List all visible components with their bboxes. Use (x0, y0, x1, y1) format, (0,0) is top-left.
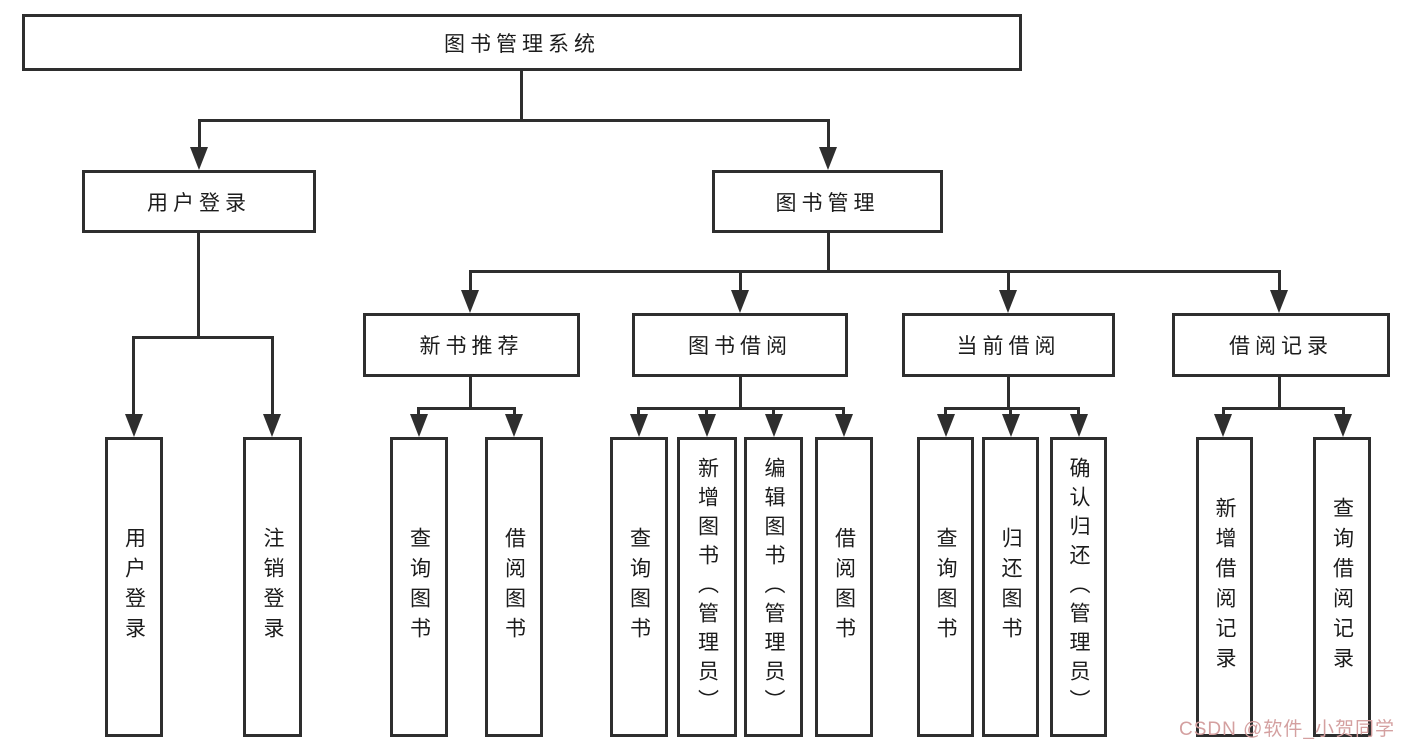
connector-arrow-shaft (417, 407, 420, 415)
arrow-down-icon (1214, 414, 1232, 437)
arrow-down-icon (698, 414, 716, 437)
connector-arrow-shaft (944, 407, 947, 415)
node-new-book: 新书推荐 (363, 313, 580, 377)
node-root: 图书管理系统 (22, 14, 1022, 71)
arrow-down-icon (819, 147, 837, 170)
arrow-down-icon (937, 414, 955, 437)
connector-book-management-bus (469, 270, 1281, 273)
arrow-down-icon (505, 414, 523, 437)
connector-book-borrow-bus (638, 407, 845, 410)
connector-arrow-shaft (842, 407, 845, 415)
connector-book-management-stem (827, 233, 830, 270)
arrow-down-icon (630, 414, 648, 437)
leaf-query-book-current: 查询图书 (917, 437, 974, 737)
arrow-down-icon (999, 290, 1017, 313)
connector-arrow-shaft (739, 270, 742, 291)
arrow-down-icon (125, 414, 143, 437)
arrow-down-icon (410, 414, 428, 437)
leaf-query-book-borrow: 查询图书 (610, 437, 668, 737)
connector-arrow-shaft (198, 119, 201, 148)
connector-book-borrow-stem (739, 377, 742, 407)
arrow-down-icon (1070, 414, 1088, 437)
connector-root-bus (198, 119, 830, 122)
leaf-edit-book-admin: 编辑图书（管理员） (744, 437, 803, 737)
arrow-down-icon (765, 414, 783, 437)
leaf-logout: 注销登录 (243, 437, 302, 737)
leaf-borrow-book-newrec: 借阅图书 (485, 437, 543, 737)
arrow-down-icon (1334, 414, 1352, 437)
arrow-down-icon (190, 147, 208, 170)
leaf-add-book-admin: 新增图书（管理员） (677, 437, 737, 737)
arrow-down-icon (1002, 414, 1020, 437)
connector-arrow-shaft (772, 407, 775, 415)
leaf-borrow-book: 借阅图书 (815, 437, 873, 737)
connector-new-book-bus (418, 407, 515, 410)
node-book-borrow: 图书借阅 (632, 313, 848, 377)
connector-current-borrow-bus (945, 407, 1079, 410)
node-user-login: 用户登录 (82, 170, 316, 233)
csdn-watermark: CSDN @软件_小贺同学 (1179, 719, 1395, 740)
arrow-down-icon (1270, 290, 1288, 313)
connector-arrow-shaft (1278, 270, 1281, 291)
leaf-add-borrow-record: 新增借阅记录 (1196, 437, 1253, 737)
arrow-down-icon (263, 414, 281, 437)
node-borrow-record: 借阅记录 (1172, 313, 1390, 377)
connector-arrow-shaft (132, 336, 135, 414)
leaf-confirm-return-admin: 确认归还（管理员） (1050, 437, 1107, 737)
connector-arrow-shaft (1222, 407, 1225, 415)
connector-borrow-record-bus (1222, 407, 1344, 410)
connector-arrow-shaft (513, 407, 516, 415)
connector-arrow-shaft (637, 407, 640, 415)
connector-new-book-stem (469, 377, 472, 407)
leaf-query-book-newrec: 查询图书 (390, 437, 448, 737)
connector-arrow-shaft (1007, 270, 1010, 291)
arrow-down-icon (731, 290, 749, 313)
connector-arrow-shaft (469, 270, 472, 291)
connector-borrow-record-stem (1278, 377, 1281, 407)
node-current-borrow: 当前借阅 (902, 313, 1115, 377)
node-book-management: 图书管理 (712, 170, 943, 233)
arrow-down-icon (461, 290, 479, 313)
connector-current-borrow-stem (1007, 377, 1010, 407)
leaf-return-book: 归还图书 (982, 437, 1039, 737)
connector-user-login-bus (133, 336, 274, 339)
connector-arrow-shaft (1077, 407, 1080, 415)
connector-arrow-shaft (827, 119, 830, 148)
connector-arrow-shaft (1009, 407, 1012, 415)
connector-arrow-shaft (1342, 407, 1345, 415)
connector-root-stem (520, 70, 523, 119)
connector-arrow-shaft (705, 407, 708, 415)
leaf-user-login: 用户登录 (105, 437, 163, 737)
leaf-query-borrow-record: 查询借阅记录 (1313, 437, 1371, 737)
arrow-down-icon (835, 414, 853, 437)
connector-arrow-shaft (271, 336, 274, 414)
connector-user-login-stem (197, 233, 200, 336)
